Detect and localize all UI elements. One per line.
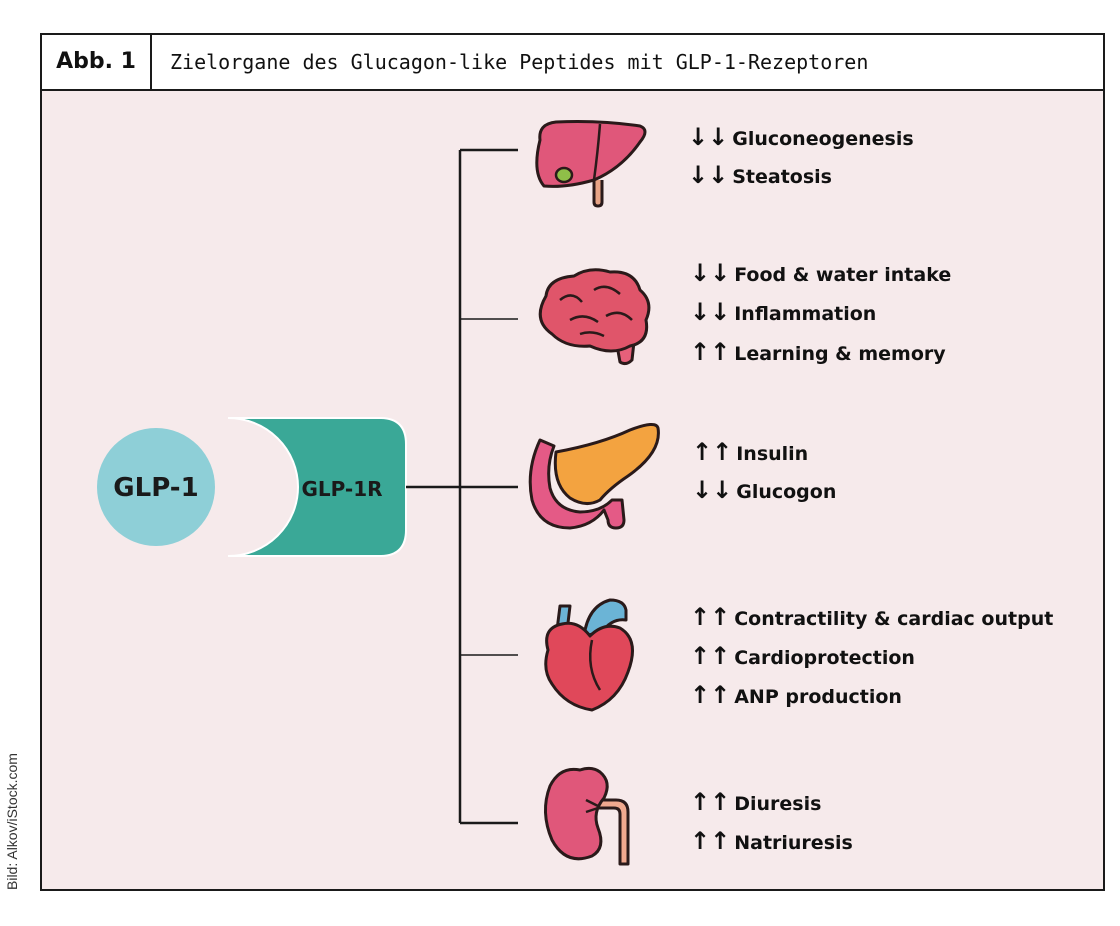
effect-label: ANP production [734,686,902,708]
liver-icon [535,120,647,208]
glp1-ligand-circle [97,428,215,546]
effect-text: ↑↑Cardioprotection [690,642,915,670]
effect-label: Insulin [736,443,808,465]
effect-text: ↓↓Steatosis [688,161,832,189]
effect-text: ↓↓Gluconeogenesis [688,123,914,151]
effect-arrows: ↑↑ [690,681,730,709]
effect-label: Contractility & cardiac output [734,608,1053,630]
effect-text: ↑↑Learning & memory [690,338,946,366]
effect-arrows: ↑↑ [690,642,730,670]
kidney-icon [544,766,630,866]
effect-label: Food & water intake [734,264,951,286]
effect-label: Gluconeogenesis [732,128,913,150]
effect-arrows: ↑↑ [692,438,732,466]
effect-text: ↓↓Inflammation [690,298,876,326]
glp1r-label: GLP-1R [301,477,382,501]
figure-label: Abb. 1 [42,35,152,89]
brain-icon [538,268,651,366]
glp1-label: GLP-1 [113,473,198,503]
effect-text: ↑↑Contractility & cardiac output [690,603,1053,631]
effect-label: Steatosis [732,166,832,188]
effect-arrows: ↓↓ [690,298,730,326]
effect-label: Natriuresis [734,832,853,854]
pancreas-icon [528,423,660,530]
effect-label: Glucogon [736,481,836,503]
effect-text: ↑↑ANP production [690,681,902,709]
effect-arrows: ↑↑ [690,827,730,855]
effect-label: Cardioprotection [734,647,915,669]
effect-arrows: ↓↓ [688,161,728,189]
effect-arrows: ↓↓ [688,123,728,151]
effect-text: ↑↑Natriuresis [690,827,853,855]
heart-icon [544,598,634,712]
effect-arrows: ↓↓ [692,476,732,504]
effect-text: ↑↑Diuresis [690,788,821,816]
effect-label: Inflammation [734,303,876,325]
effect-text: ↑↑Insulin [692,438,808,466]
effect-arrows: ↓↓ [690,259,730,287]
effect-arrows: ↑↑ [690,788,730,816]
figure-header: Abb. 1 Zielorgane des Glucagon-like Pept… [42,35,1103,91]
image-credit: Bild: Alkov/iStock.com [4,753,20,890]
effect-text: ↓↓Food & water intake [690,259,951,287]
figure-title: Zielorgane des Glucagon-like Peptides mi… [170,50,869,74]
effect-label: Learning & memory [734,343,946,365]
effect-label: Diuresis [734,793,821,815]
glp1r-receptor-shape [227,417,407,557]
effect-arrows: ↑↑ [690,603,730,631]
effect-arrows: ↑↑ [690,338,730,366]
effect-text: ↓↓Glucogon [692,476,836,504]
